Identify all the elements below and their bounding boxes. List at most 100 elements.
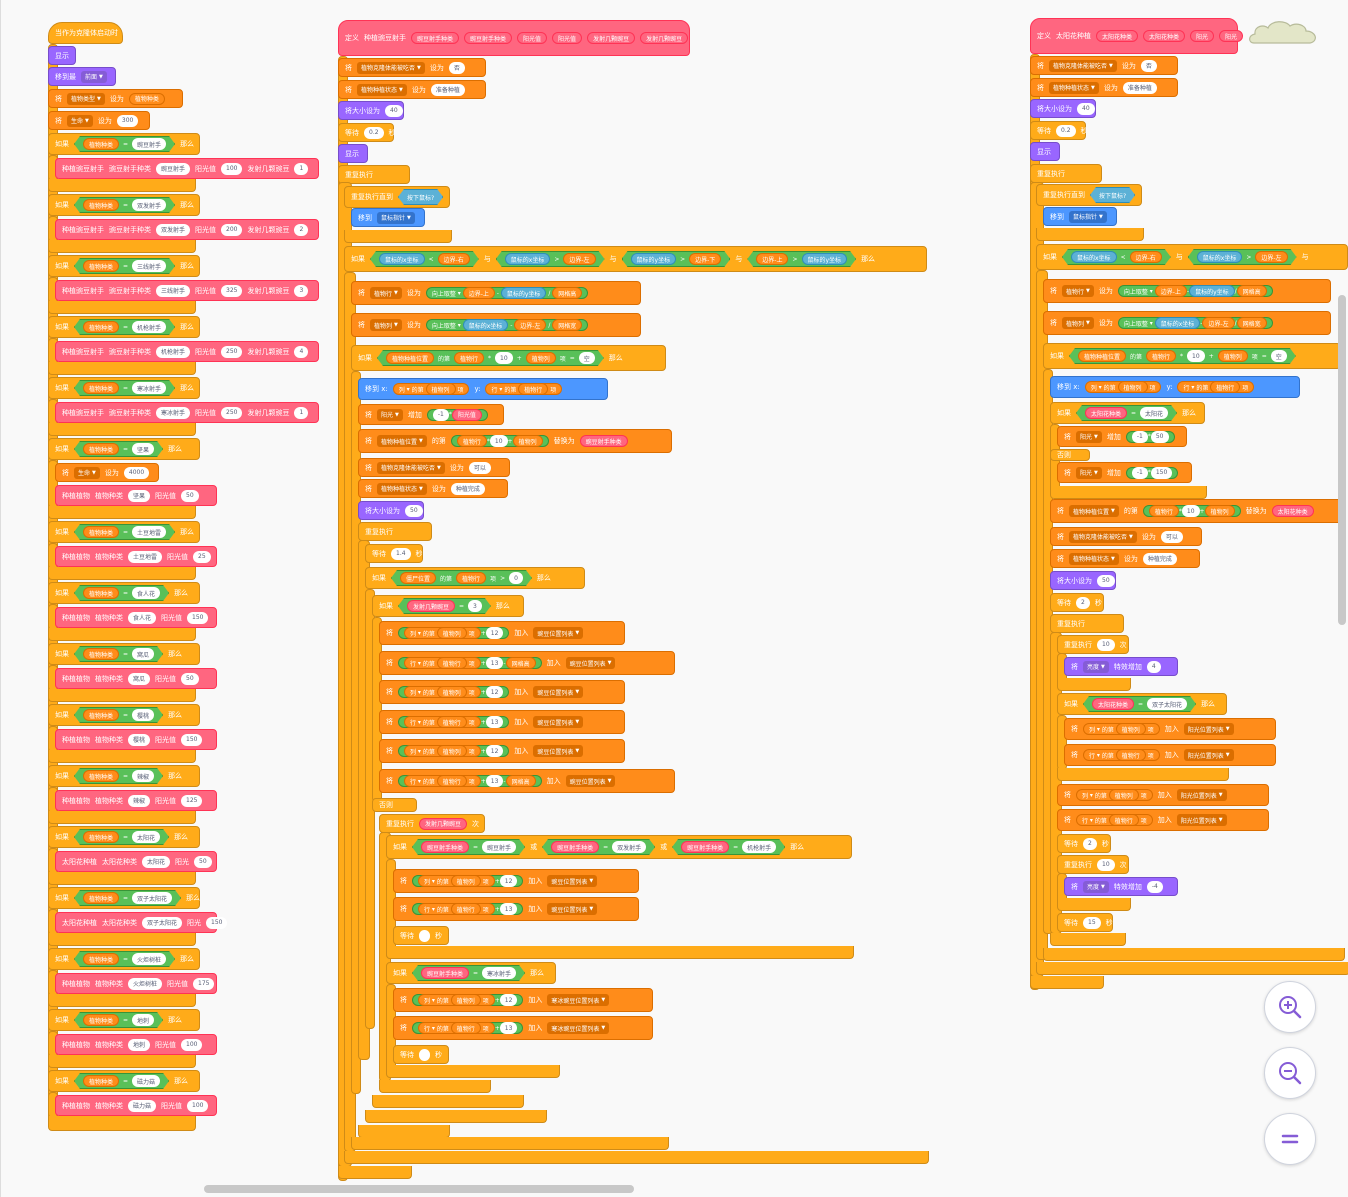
change-effect-block-2[interactable]: 将亮度▼特效增加-4 xyxy=(1064,877,1178,896)
if-plant-type[interactable]: 如果植物种类=地刺那么 xyxy=(48,1009,200,1031)
add-row-sun[interactable]: 将行 ▾ 的第 植物行 项加入阳光位置列表▼ xyxy=(1057,809,1269,831)
param-3-value[interactable]: 发射几颗豌豆 xyxy=(640,32,689,44)
if-plant-type[interactable]: 如果植物种类=双发射手那么 xyxy=(48,194,200,216)
set-eaten-yes[interactable]: 将植物克隆体能被吃否▼设为可以 xyxy=(1050,527,1202,546)
match-input[interactable]: 窝瓜 xyxy=(132,648,154,660)
if-sunflower[interactable]: 如果太阳花种类=太阳花那么 xyxy=(1050,402,1205,424)
match-input[interactable]: 三线射手 xyxy=(132,260,166,272)
if-inside-bounds[interactable]: 如果 鼠标的x坐标<边界-右 与 鼠标的x坐标>边界-左 与 鼠标的y坐标>边界… xyxy=(344,246,927,272)
forever-inner[interactable]: 重复执行 xyxy=(1050,614,1124,633)
if-plant-type[interactable]: 如果植物种类=寒冰射手那么 xyxy=(48,377,200,399)
param-2[interactable]: 阳光 xyxy=(1190,30,1215,42)
value-input[interactable]: 40 xyxy=(385,104,403,117)
match-input[interactable]: 辣椒 xyxy=(132,770,154,782)
set-eaten-block[interactable]: 将植物克隆体能被吃否▼设为否 xyxy=(1030,56,1178,75)
if-plant-type[interactable]: 如果植物种类=辣椒那么 xyxy=(48,765,200,787)
match-input[interactable]: 双子太阳花 xyxy=(132,892,172,904)
value-slot[interactable]: 植物种类 xyxy=(128,92,165,105)
set-col-block[interactable]: 将植物列▼设为向上取整 ▾ 鼠标的x坐标-边界-左/网格宽 xyxy=(1043,311,1331,335)
set-state-done[interactable]: 将植物种植状态▼设为种植完成 xyxy=(1050,549,1200,568)
if-plant-type[interactable]: 如果植物种类=机枪射手那么 xyxy=(48,316,200,338)
set-state-block[interactable]: 将植物种植状态▼设为准备种植 xyxy=(338,80,486,99)
match-input[interactable]: 火炬树桩 xyxy=(132,953,166,965)
repeat-until-block[interactable]: 重复执行直到按下鼠标? xyxy=(1036,184,1142,206)
if-spot-empty[interactable]: 如果植物种植位置的第植物行*10+植物列项=空 xyxy=(1043,343,1341,369)
match-input[interactable]: 樱桃 xyxy=(132,709,154,721)
define-plant-peashooter[interactable]: 定义 种植豌豆射手 豌豆射手种类 豌豆射手种类 阳光值 阳光值 发射几颗豌豆 发… xyxy=(338,20,690,56)
if-ice-shooter[interactable]: 如果豌豆射手种类=寒冰射手那么 xyxy=(386,962,556,984)
match-input[interactable]: 太阳花 xyxy=(132,831,160,843)
value-input[interactable]: 种植完成 xyxy=(450,482,485,495)
match-input[interactable]: 磁力菇 xyxy=(132,1075,160,1087)
replace-item-block[interactable]: 将植物种植位置▼的第植物行*10+植物列替换为太阳花种类 xyxy=(1050,499,1342,523)
change-sun-block[interactable]: 将阳光▼增加-1*阳光值 xyxy=(358,404,504,425)
if-plant-type[interactable]: 如果植物种类=土豆地雷那么 xyxy=(48,521,200,543)
match-input[interactable]: 食人花 xyxy=(132,587,160,599)
vertical-scrollbar[interactable] xyxy=(1338,295,1346,625)
if-plant-type[interactable]: 如果植物种类=火炬树桩那么 xyxy=(48,948,200,970)
if-inside-bounds[interactable]: 如果鼠标的x坐标<边界-右与鼠标的x坐标>边界-左与 xyxy=(1036,244,1348,270)
zoom-in-button[interactable] xyxy=(1264,981,1316,1033)
replace-item-block[interactable]: 将植物种植位置▼的第植物行*10+植物列替换为豌豆射手种类 xyxy=(358,429,672,453)
param-1-value[interactable]: 太阳花种类 xyxy=(1143,30,1186,42)
add-col-sun[interactable]: 将列 ▾ 的第 植物列 项加入阳光位置列表▼ xyxy=(1057,784,1269,806)
value-input[interactable]: 否 xyxy=(448,61,465,74)
change-sun-block-2[interactable]: 将阳光▼增加-1*150 xyxy=(1057,462,1192,483)
var-dropdown[interactable]: 生命▼ xyxy=(67,114,93,127)
horizontal-scrollbar[interactable] xyxy=(204,1185,634,1193)
param-2-value[interactable]: 阳光值 xyxy=(552,32,583,44)
value-input[interactable]: 0.2 xyxy=(364,126,384,139)
change-sun-block[interactable]: 将阳光▼增加-1*50 xyxy=(1057,426,1187,447)
param-3[interactable]: 发射几颗豌豆 xyxy=(587,32,636,44)
add-pea-position[interactable]: 将行 ▾ 的第 植物行 项+13-网格高加入豌豆位置列表▼ xyxy=(379,769,675,793)
wait-empty[interactable]: 等待秒 xyxy=(393,926,449,945)
show-block[interactable]: 显示 xyxy=(1030,142,1060,161)
set-row-block[interactable]: 将植物行▼设为向上取整 ▾ 边界-上-鼠标的y坐标/网格高 xyxy=(1043,279,1331,303)
add-row-sun-twin[interactable]: 将行 ▾ 的第 植物行 项加入阳光位置列表▼ xyxy=(1064,744,1276,766)
param-2-value[interactable]: 阳光 xyxy=(1219,30,1244,42)
var-dropdown[interactable]: 植物类型▼ xyxy=(67,92,105,105)
set-plant-type-block[interactable]: 将植物类型▼设为植物种类 xyxy=(48,89,183,108)
if-plant-type[interactable]: 如果植物种类=磁力菇那么 xyxy=(48,1070,200,1092)
if-plant-type[interactable]: 如果植物种类=窝瓜那么 xyxy=(48,643,200,665)
layer-dropdown[interactable]: 前面▼ xyxy=(81,70,107,83)
goto-mouse-block[interactable]: 移到鼠标指针▼ xyxy=(1043,207,1117,226)
value-input[interactable]: 准备种植 xyxy=(430,83,465,96)
repeat-n-peas[interactable]: 重复执行发射几颗豌豆次 xyxy=(379,814,485,833)
if-plant-type[interactable]: 如果植物种类=太阳花那么 xyxy=(48,826,200,848)
forever-block[interactable]: 重复执行 xyxy=(338,165,410,184)
match-input[interactable]: 双发射手 xyxy=(132,199,166,211)
mouse-down-sensing[interactable]: 按下鼠标? xyxy=(398,189,443,205)
repeat-until-block[interactable]: 重复执行直到按下鼠标? xyxy=(344,186,450,208)
